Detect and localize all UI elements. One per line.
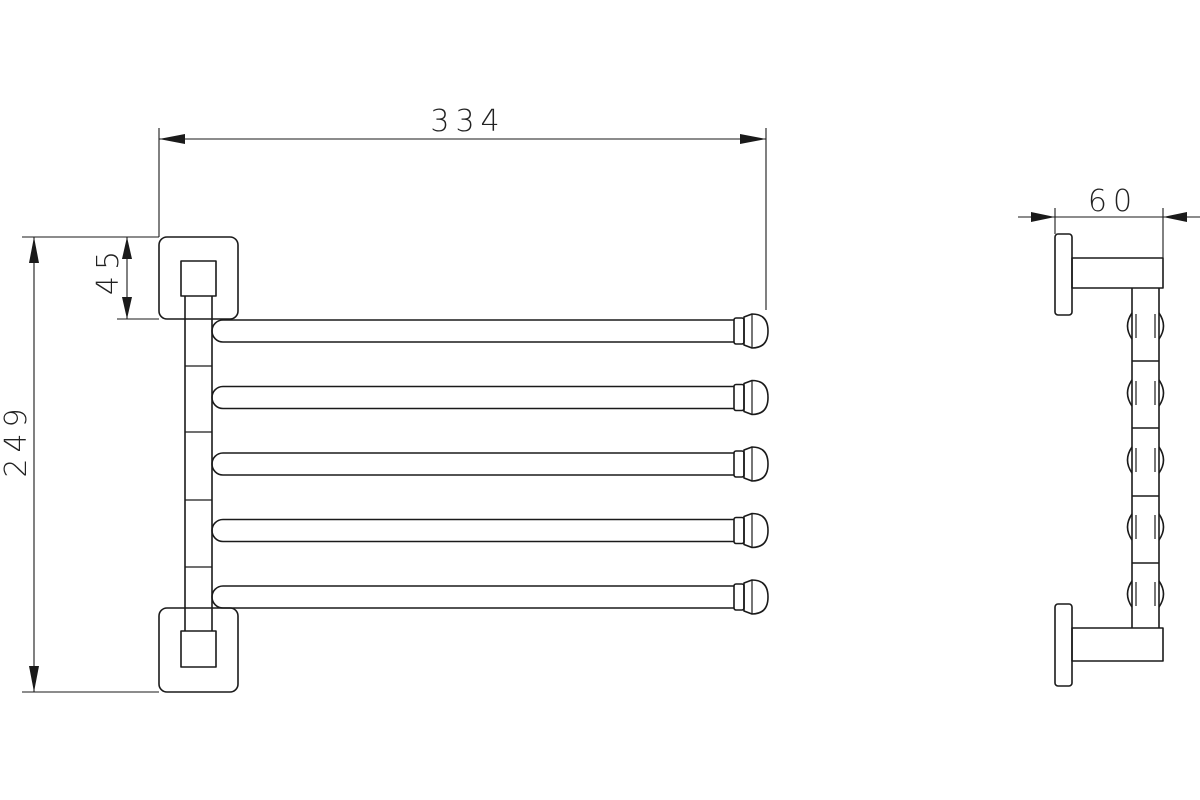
side-end-arm-5 [1126,580,1165,608]
dimension-width-label: 334 [430,104,505,139]
dimension-plate-label: 45 [91,245,126,295]
swing-arm-5 [211,579,769,615]
side-top-mount [1054,233,1164,316]
side-bottom-mount [1054,603,1164,687]
bottom-wall-plate [158,607,239,693]
vertical-post [184,296,213,631]
dimension-plate: 45 [91,237,159,320]
dimension-height-label: 249 [0,402,34,477]
swing-arms [211,313,769,615]
swing-arm-3 [211,446,769,482]
side-end-arm-1 [1126,312,1165,340]
dimension-width: 334 [158,104,767,310]
side-arm-ends [1126,312,1165,608]
side-view: 60 [1018,184,1200,687]
swing-arm-2 [211,379,769,416]
dimension-height: 249 [0,236,159,693]
side-post [1131,288,1160,628]
dimension-depth: 60 [1018,184,1200,258]
side-end-arm-4 [1126,513,1165,541]
front-view: 334 249 45 [0,104,769,693]
top-wall-plate [158,236,239,320]
swing-arm-4 [211,512,769,549]
side-end-arm-2 [1126,379,1165,407]
side-end-arm-3 [1126,446,1165,474]
dimension-depth-label: 60 [1088,184,1138,219]
swing-arm-1 [211,313,769,349]
